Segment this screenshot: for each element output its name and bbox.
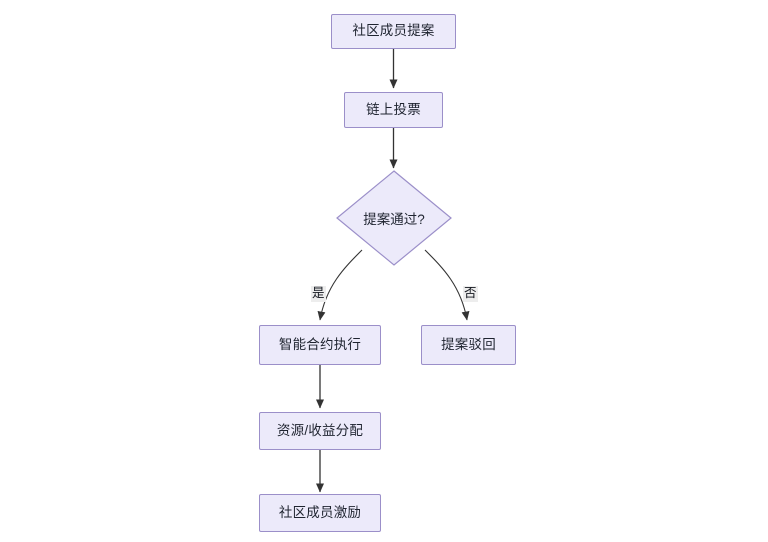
node-incentive[interactable]: 社区成员激励 [259, 494, 381, 532]
edge-decision-rejected [424, 249, 470, 321]
edge-decision-contract [317, 249, 363, 321]
node-allocation[interactable]: 资源/收益分配 [259, 412, 381, 450]
node-rejected[interactable]: 提案驳回 [421, 325, 516, 365]
node-incentive-label: 社区成员激励 [278, 504, 362, 520]
edge-label-no-text: 否 [464, 286, 477, 300]
node-allocation-label: 资源/收益分配 [276, 422, 364, 438]
node-decision-label: 提案通过? [363, 212, 425, 227]
node-contract-label: 智能合约执行 [278, 336, 362, 352]
node-voting-label: 链上投票 [366, 101, 421, 117]
node-proposal-label: 社区成员提案 [352, 23, 435, 39]
edge-label-yes-text: 是 [312, 286, 325, 300]
node-proposal[interactable]: 社区成员提案 [331, 14, 456, 49]
node-voting[interactable]: 链上投票 [344, 92, 443, 128]
edge-label-no: 否 [463, 286, 478, 302]
diamond-shape-icon [336, 170, 452, 266]
node-contract[interactable]: 智能合约执行 [259, 325, 381, 365]
node-decision[interactable]: 提案通过? [336, 170, 452, 266]
edge-label-yes: 是 [311, 286, 326, 302]
node-rejected-label: 提案驳回 [441, 336, 496, 352]
